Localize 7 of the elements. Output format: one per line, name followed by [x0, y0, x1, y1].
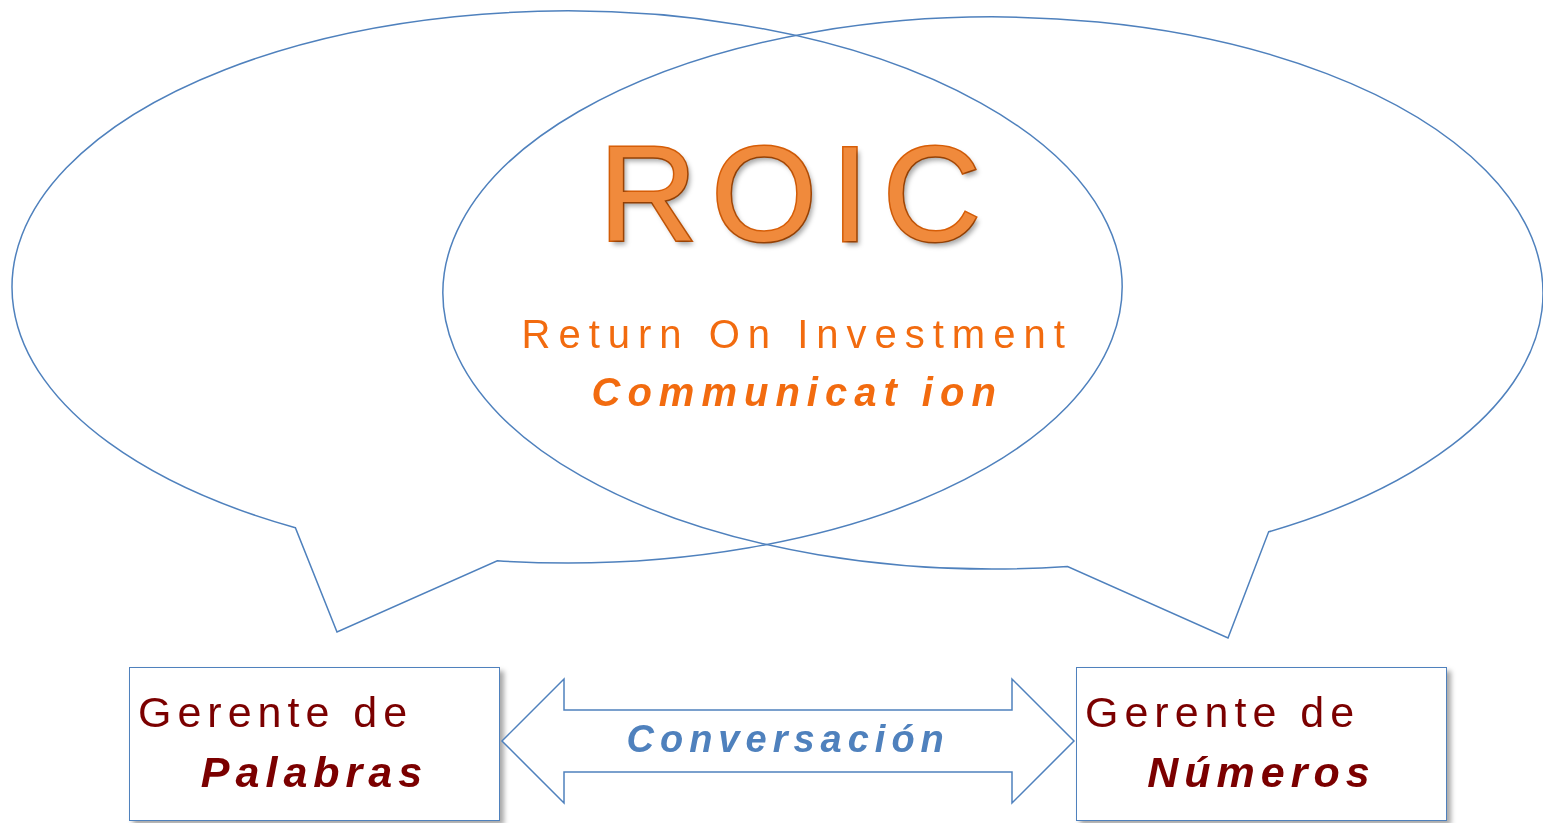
text-box [1076, 667, 1447, 821]
text-box [129, 667, 500, 821]
subtitle-text: Return On Investment [521, 312, 1073, 356]
subtitle-text: Communicat ion [591, 370, 1003, 414]
box-text: Gerente de Palabras [138, 687, 430, 798]
box-text: Gerente de Números [1085, 687, 1377, 798]
acronym-heading: ROIC [599, 120, 995, 270]
